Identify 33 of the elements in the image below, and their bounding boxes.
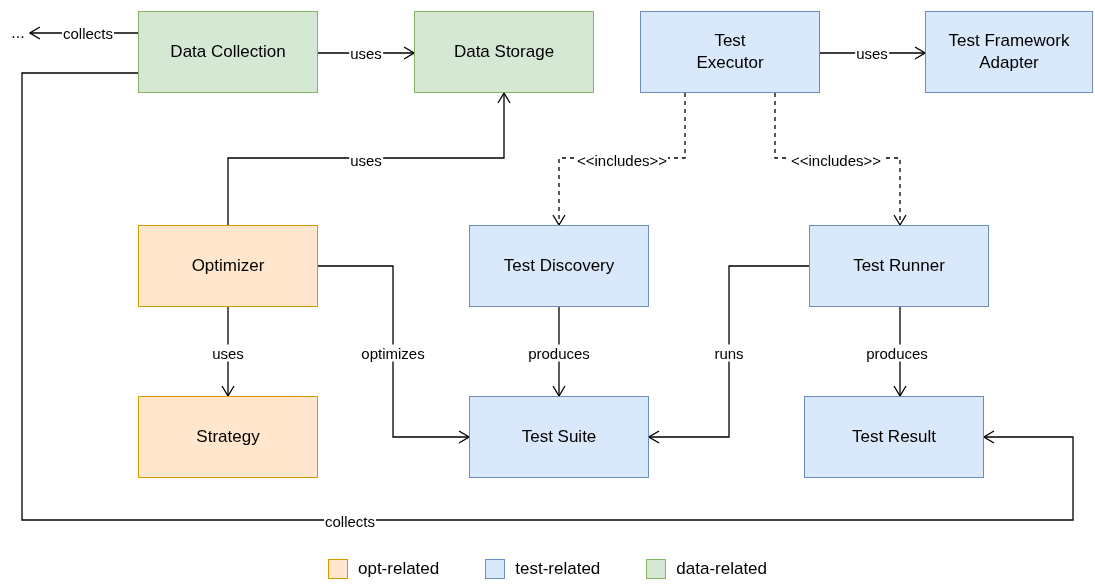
component-label: Test Runner (853, 254, 945, 277)
arrow (317, 265, 470, 444)
component-box (414, 11, 594, 93)
component-label: Test Framework Adapter (947, 29, 1071, 74)
component-label: Data Collection (170, 40, 286, 63)
edge-label: produces (865, 344, 929, 362)
component-box (138, 225, 318, 307)
component-label: Test Suite (521, 425, 597, 448)
component-label: Test Result (851, 425, 937, 448)
edge-label: produces (527, 344, 591, 362)
arrow (21, 72, 1074, 521)
arrow (648, 265, 810, 444)
component-box (804, 396, 984, 478)
legend-label: data-related (676, 559, 768, 579)
component-label: Test Discovery (503, 254, 615, 277)
component-label: Strategy (196, 425, 260, 448)
component-box (469, 225, 649, 307)
edge-label: runs (713, 344, 745, 362)
component-label: Data Storage (453, 40, 555, 63)
component-box (640, 11, 820, 93)
component-label: Test Executor (695, 29, 765, 74)
component-box (925, 11, 1093, 93)
component-box (469, 396, 649, 478)
component-box (138, 11, 318, 93)
component-box (809, 225, 989, 307)
component-label: Optimizer (191, 254, 265, 277)
ellipsis-text: ... (6, 23, 30, 43)
edge-label: optimizes (360, 344, 426, 362)
arrow (227, 92, 511, 226)
component-box (138, 396, 318, 478)
legend-label: test-related (515, 559, 601, 579)
edge-label: uses (211, 344, 245, 362)
legend-label: opt-related (357, 559, 440, 579)
